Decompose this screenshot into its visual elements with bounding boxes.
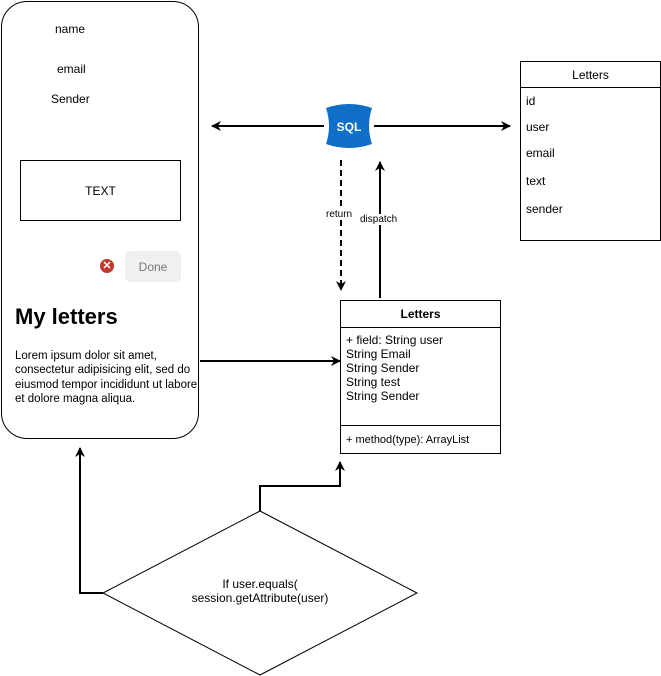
class-field: String Sender [346, 361, 420, 375]
class-field: String Sender [346, 389, 420, 403]
text-box-label: TEXT [85, 183, 116, 198]
table-field-user: user [526, 120, 550, 134]
condition-to-class-arrow [259, 461, 345, 511]
database-label: SQL [337, 120, 362, 134]
table-field-sender: sender [526, 202, 563, 216]
sender-label: Sender [51, 92, 90, 106]
class-field: String Email [346, 347, 411, 361]
class-method: + method(type): ArrayList [346, 434, 470, 446]
condition-line-2: session.getAttribute(user) [191, 591, 329, 605]
name-label: name [55, 22, 86, 36]
done-button[interactable]: Done [125, 251, 181, 282]
class-fields: + field: String user String Email String… [346, 333, 443, 403]
page-title: My letters [15, 304, 118, 329]
letters-table: Letters id user email text sender [520, 61, 661, 241]
condition-to-phone-arrow [75, 447, 103, 594]
letters-class: Letters + field: String user String Emai… [340, 300, 501, 454]
body-text: Lorem ipsum dolor sit amet, consectetur … [15, 350, 198, 405]
text-input-box[interactable]: TEXT [20, 160, 181, 221]
condition-diamond [101, 510, 419, 676]
table-field-email: email [526, 146, 555, 160]
letters-table-title: Letters [521, 62, 660, 88]
cancel-icon[interactable]: ✕ [100, 259, 114, 273]
letters-class-title: Letters [341, 301, 500, 328]
database-icon: SQL [326, 104, 372, 148]
email-label: email [57, 62, 86, 76]
table-field-id: id [526, 94, 536, 108]
class-field: String test [346, 375, 401, 389]
dispatch-label: dispatch [360, 214, 398, 225]
condition-text: If user.equals( session.getAttribute(use… [180, 577, 340, 605]
condition-line-1: If user.equals( [222, 577, 298, 591]
return-label: return [326, 209, 353, 220]
table-field-text: text [526, 174, 546, 188]
class-field: + field: String user [346, 333, 444, 347]
class-divider [341, 425, 500, 426]
